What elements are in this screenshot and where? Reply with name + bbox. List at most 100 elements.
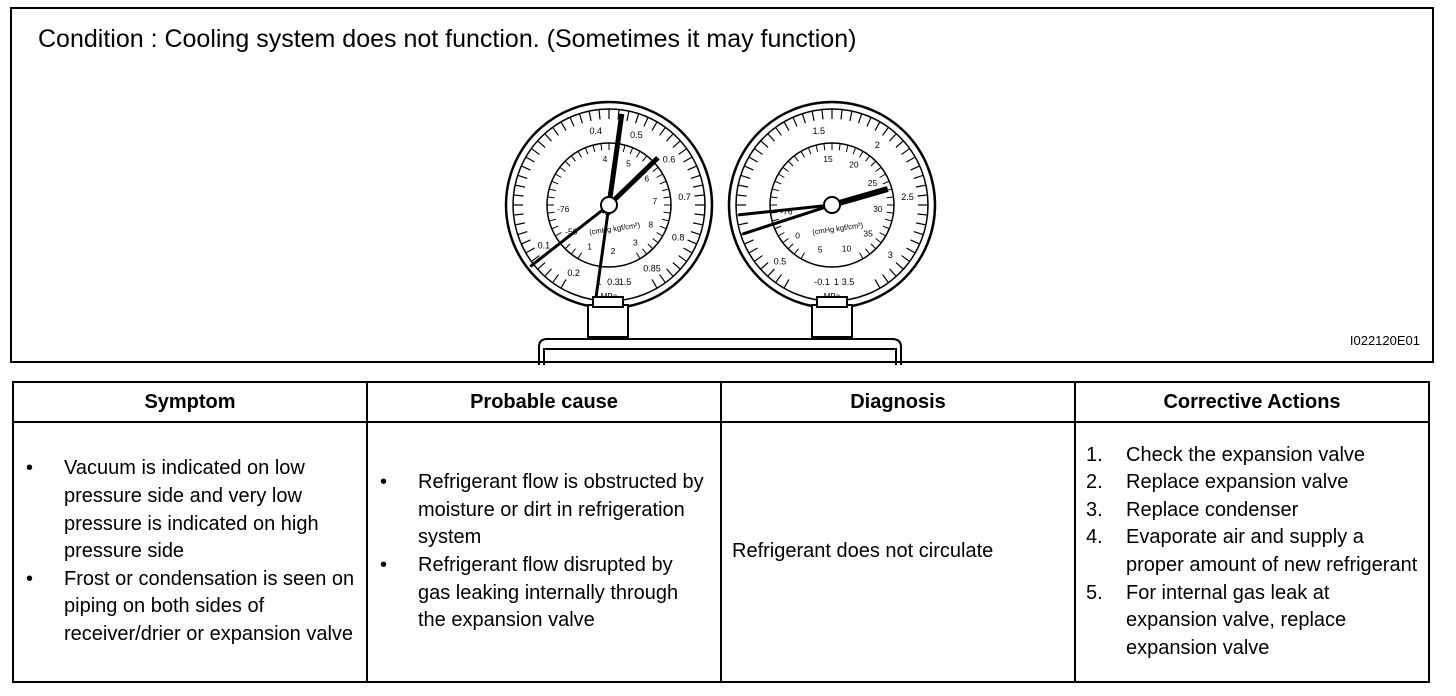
inner-tick [875, 238, 882, 244]
inner-tick [570, 155, 576, 162]
inner-tick [884, 218, 893, 222]
outer-tick [748, 156, 758, 163]
symptom-item: Vacuum is indicated on low pressure side… [24, 455, 356, 565]
diagnosis-table: Symptom Probable cause Diagnosis Correct… [12, 381, 1430, 683]
outer-tick [840, 109, 843, 120]
inner-tick [663, 196, 671, 199]
outer-tick [513, 213, 524, 216]
outer-tick [866, 117, 872, 127]
inner-tick [787, 160, 794, 167]
inner-scale-label: 10 [842, 244, 852, 254]
table-row: Vacuum is indicated on low pressure side… [12, 421, 1430, 683]
inner-tick [551, 180, 559, 185]
header-corrective-actions: Corrective Actions [1074, 381, 1430, 423]
outer-tick [525, 156, 535, 163]
gauge-needle [742, 201, 841, 236]
action-number: 4. [1086, 526, 1103, 549]
inner-tick [547, 196, 555, 199]
inner-tick [793, 155, 799, 162]
needle-hub [823, 196, 841, 214]
inner-tick [859, 151, 864, 158]
outer-tick [849, 110, 853, 122]
outer-tick [744, 165, 754, 171]
action-item: 4.Evaporate air and supply a proper amou… [1086, 524, 1418, 579]
inner-scale-label: 20 [849, 160, 859, 170]
inner-tick [642, 155, 648, 162]
inner-tick [771, 218, 780, 222]
outer-scale-label: 2 [875, 140, 880, 150]
inner-tick [547, 211, 555, 214]
outer-scale-label: 0.85 [643, 264, 661, 274]
action-text: Replace condenser [1126, 498, 1299, 521]
outer-tick [672, 262, 681, 270]
inner-tick [845, 144, 849, 153]
outer-tick [913, 231, 924, 236]
outer-tick [514, 184, 526, 188]
inner-tick [600, 143, 603, 151]
outer-tick [598, 109, 601, 120]
table-header-row: Symptom Probable cause Diagnosis Correct… [12, 381, 1430, 423]
outer-tick [530, 255, 540, 262]
outer-tick [690, 231, 701, 236]
outer-tick [895, 140, 904, 148]
gauge-needle [593, 196, 612, 307]
outer-tick [874, 279, 881, 289]
outer-tick [737, 184, 749, 188]
outer-tick [530, 148, 540, 155]
inner-tick [886, 211, 894, 214]
inner-tick [865, 155, 871, 162]
outer-tick [917, 194, 928, 197]
condition-title: Condition : Cooling system does not func… [38, 25, 857, 53]
outer-tick [694, 213, 705, 216]
inner-tick [551, 225, 559, 230]
inner-tick [778, 173, 785, 178]
inner-tick [548, 188, 557, 192]
outer-tick [692, 222, 704, 226]
inner-tick [659, 225, 667, 230]
outer-scale-label: 0.2 [567, 268, 580, 278]
inner-tick [636, 252, 641, 259]
inner-tick [636, 151, 641, 158]
outer-tick [666, 268, 674, 277]
outer-scale-label: 1.5 [813, 126, 826, 136]
outer-tick [882, 126, 889, 136]
inner-tick [771, 188, 780, 192]
outer-tick [672, 140, 681, 148]
outer-tick [687, 165, 697, 171]
action-number: 3. [1086, 498, 1103, 521]
cause-item: Refrigerant flow disrupted by gas leakin… [378, 552, 710, 635]
outer-tick [748, 247, 758, 254]
inner-tick [652, 238, 659, 244]
outer-scale-label: 0.6 [663, 154, 676, 164]
outer-tick [560, 121, 567, 131]
outer-tick [783, 121, 790, 131]
symptom-cell: Vacuum is indicated on low pressure side… [12, 421, 368, 683]
diagnosis-cell: Refrigerant does not circulate [720, 421, 1076, 683]
inner-scale-label: -76 [557, 204, 570, 214]
inner-scale-label: -76 [780, 207, 793, 217]
outer-scale-label: 0.5 [774, 256, 787, 266]
action-number: 1. [1086, 443, 1103, 466]
outer-tick [775, 274, 782, 284]
outer-tick [753, 148, 763, 155]
outer-tick [740, 174, 751, 179]
outer-scale-label: 0.5 [630, 130, 643, 140]
outer-tick [643, 117, 649, 127]
outer-tick [736, 194, 747, 197]
inner-tick [778, 232, 785, 237]
outer-tick [901, 148, 911, 155]
inner-tick [882, 225, 890, 230]
manifold-body [538, 296, 902, 365]
outer-tick [513, 194, 524, 197]
outer-tick [537, 140, 546, 148]
inner-tick [584, 147, 589, 155]
inner-scale-label: 5 [626, 158, 631, 168]
inner-tick [882, 180, 890, 185]
inner-tick [661, 188, 670, 192]
outer-scale-label: 3 [888, 250, 893, 260]
outer-tick [544, 268, 552, 277]
gauge-bottom-label: 3.5 [842, 277, 855, 287]
inner-scale-label: 4 [603, 154, 608, 164]
